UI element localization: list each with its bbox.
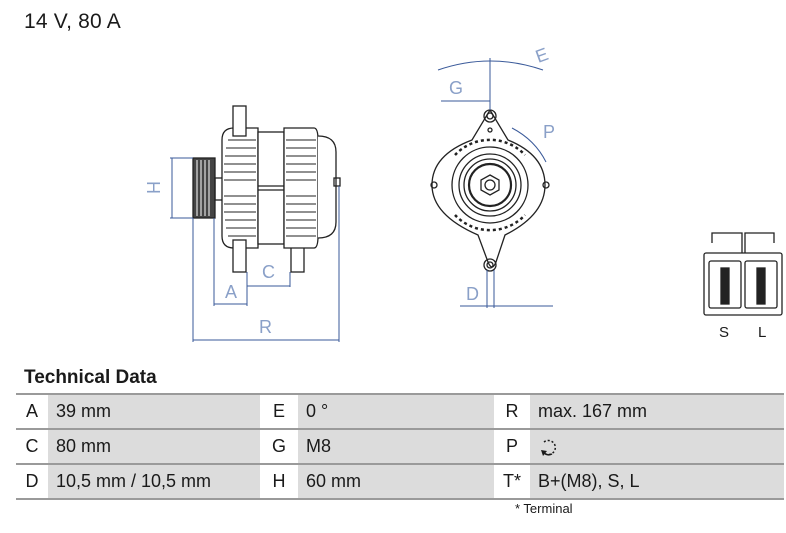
technical-data-title: Technical Data (24, 367, 157, 388)
spec-key: A (16, 393, 48, 429)
spec-value: 0 ° (298, 393, 494, 429)
product-title: 14 V, 80 A (24, 10, 121, 33)
side-view-dimensions (170, 157, 340, 342)
connector-diagram (703, 232, 783, 316)
spec-value: max. 167 mm (530, 393, 784, 429)
table-row: A 39 mm E 0 ° R max. 167 mm (16, 393, 784, 429)
spec-value: 60 mm (298, 463, 494, 500)
label-P: P (543, 122, 555, 142)
technical-drawing: H A C R E G P D (143, 44, 783, 342)
spec-key: H (260, 463, 298, 500)
label-H: H (143, 181, 163, 194)
spec-value: M8 (298, 428, 494, 464)
spec-value: B+(M8), S, L (530, 463, 784, 500)
label-R: R (259, 317, 272, 337)
spec-value: 10,5 mm / 10,5 mm (48, 463, 260, 500)
label-A: A (225, 282, 237, 302)
table-row: C 80 mm G M8 P (16, 428, 784, 464)
technical-data-table: A 39 mm E 0 ° R max. 167 mm C 80 mm G M8… (16, 393, 784, 500)
pin-label-s: S (719, 324, 729, 341)
front-view (430, 108, 550, 272)
front-view-dimensions (437, 58, 553, 308)
spec-value: 80 mm (48, 428, 260, 464)
label-G: G (449, 78, 463, 98)
label-D: D (466, 284, 479, 304)
rotation-clockwise-icon (541, 439, 557, 456)
spec-value-rotation (530, 428, 784, 464)
pin-label-l: L (758, 324, 766, 341)
label-C: C (262, 262, 275, 282)
spec-key: E (260, 393, 298, 429)
spec-value: 39 mm (48, 393, 260, 429)
spec-key: T* (494, 463, 530, 500)
spec-key: C (16, 428, 48, 464)
spec-key: G (260, 428, 298, 464)
spec-key: R (494, 393, 530, 429)
table-row: D 10,5 mm / 10,5 mm H 60 mm T* B+(M8), S… (16, 463, 784, 500)
spec-key: P (494, 428, 530, 464)
spec-key: D (16, 463, 48, 500)
side-view (192, 105, 341, 273)
label-E: E (533, 44, 551, 67)
terminal-footnote: * Terminal (515, 501, 573, 516)
